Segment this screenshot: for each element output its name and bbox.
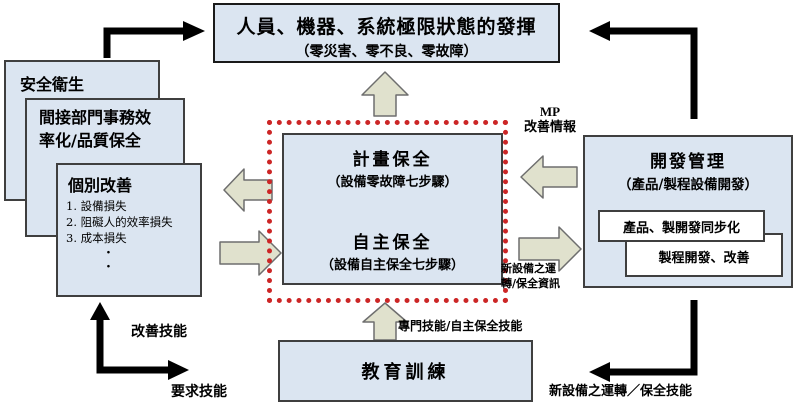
arrowhead-bottomleft-up-icon bbox=[90, 302, 110, 320]
block-arrow-up-center-to-goal-icon bbox=[361, 71, 409, 117]
new-equipment-info-line1: 新設備之運 bbox=[501, 262, 556, 275]
safety-hygiene-label: 安全衛生 bbox=[20, 75, 85, 94]
individual-improvement-box: 個別改善 1. 設備損失 2. 阻礙人的效率損失 3. 成本損失 · · bbox=[56, 163, 202, 297]
required-skill-label: 要求技能 bbox=[171, 384, 227, 400]
indirect-dept-line2: 率化/品質保全 bbox=[39, 131, 141, 151]
arrowhead-topright-left-icon bbox=[589, 21, 610, 41]
autonomous-maintenance-title: 自主保全 bbox=[352, 233, 433, 253]
development-management-subtitle: （產品/製程設備開發） bbox=[618, 177, 758, 193]
education-training-box: 教育訓練 bbox=[278, 340, 533, 402]
improvement-skill-label: 改善技能 bbox=[131, 324, 187, 340]
loss-item-3: 3. 成本損失 bbox=[66, 231, 127, 246]
mp-label-line2: 改善情報 bbox=[523, 120, 576, 136]
loss-item-2: 2. 阻礙人的效率損失 bbox=[66, 215, 173, 230]
ellipsis-dot-1: · bbox=[106, 245, 111, 262]
goal-title: 人員、機器、系統極限狀態的發揮 bbox=[236, 16, 537, 38]
block-arrow-right-kaizen-to-core-icon bbox=[219, 230, 282, 276]
product-process-sync-box: 產品、製開發同步化 bbox=[598, 210, 765, 242]
training-skills-label: 專門技能/自主保全技能 bbox=[398, 319, 523, 333]
elbow-connector-bottomright bbox=[608, 300, 698, 376]
new-equipment-info-line2: 轉/保全資訊 bbox=[501, 276, 561, 290]
block-arrow-left-core-to-kaizen-icon bbox=[223, 168, 273, 212]
core-maintenance-dashed-frame bbox=[267, 120, 508, 303]
arrowhead-topleft-right-icon bbox=[183, 21, 205, 41]
arrowhead-bottomleft-right-icon bbox=[168, 360, 189, 380]
goal-subtitle: （零災害、零不良、零故障） bbox=[295, 44, 478, 60]
maintenance-box: 計畫保全 （設備零故障七步驟） 自主保全 （設備自主保全七步驟） bbox=[282, 133, 503, 285]
individual-improvement-title: 個別改善 bbox=[68, 176, 133, 195]
new-equipment-skill-label: 新設備之運轉／保全技能 bbox=[549, 384, 693, 399]
development-management-title: 開發管理 bbox=[650, 152, 726, 172]
elbow-connector-topleft bbox=[103, 27, 184, 58]
new-equipment-info-label: 新設備之運 轉/保全資訊 bbox=[501, 262, 609, 292]
mp-improvement-info-label: MP 改善情報 bbox=[500, 104, 600, 137]
indirect-dept-line1: 間接部門事務效 bbox=[39, 108, 152, 127]
elbow-connector-bottomleft bbox=[96, 318, 170, 374]
planned-maintenance-subtitle: （設備零故障七步驟） bbox=[327, 175, 458, 190]
loss-item-1: 1. 設備損失 bbox=[66, 199, 127, 213]
block-arrow-right-equipment-info-icon bbox=[518, 226, 582, 272]
development-management-box: 開發管理 （產品/製程設備開發） 產品、製開發同步化 製程開發、改善 bbox=[583, 135, 793, 288]
autonomous-maintenance-subtitle: （設備自主保全七步驟） bbox=[320, 258, 464, 273]
ellipsis-dot-2: · bbox=[106, 259, 111, 276]
mp-label-line1: MP bbox=[539, 104, 561, 119]
arrowhead-bottomright-left-icon bbox=[589, 362, 610, 382]
goal-box: 人員、機器、系統極限狀態的發揮 （零災害、零不良、零故障） bbox=[213, 3, 560, 63]
planned-maintenance-title: 計畫保全 bbox=[352, 150, 433, 170]
elbow-connector-topright bbox=[608, 27, 698, 119]
block-arrow-left-mp-info-icon bbox=[520, 155, 578, 199]
